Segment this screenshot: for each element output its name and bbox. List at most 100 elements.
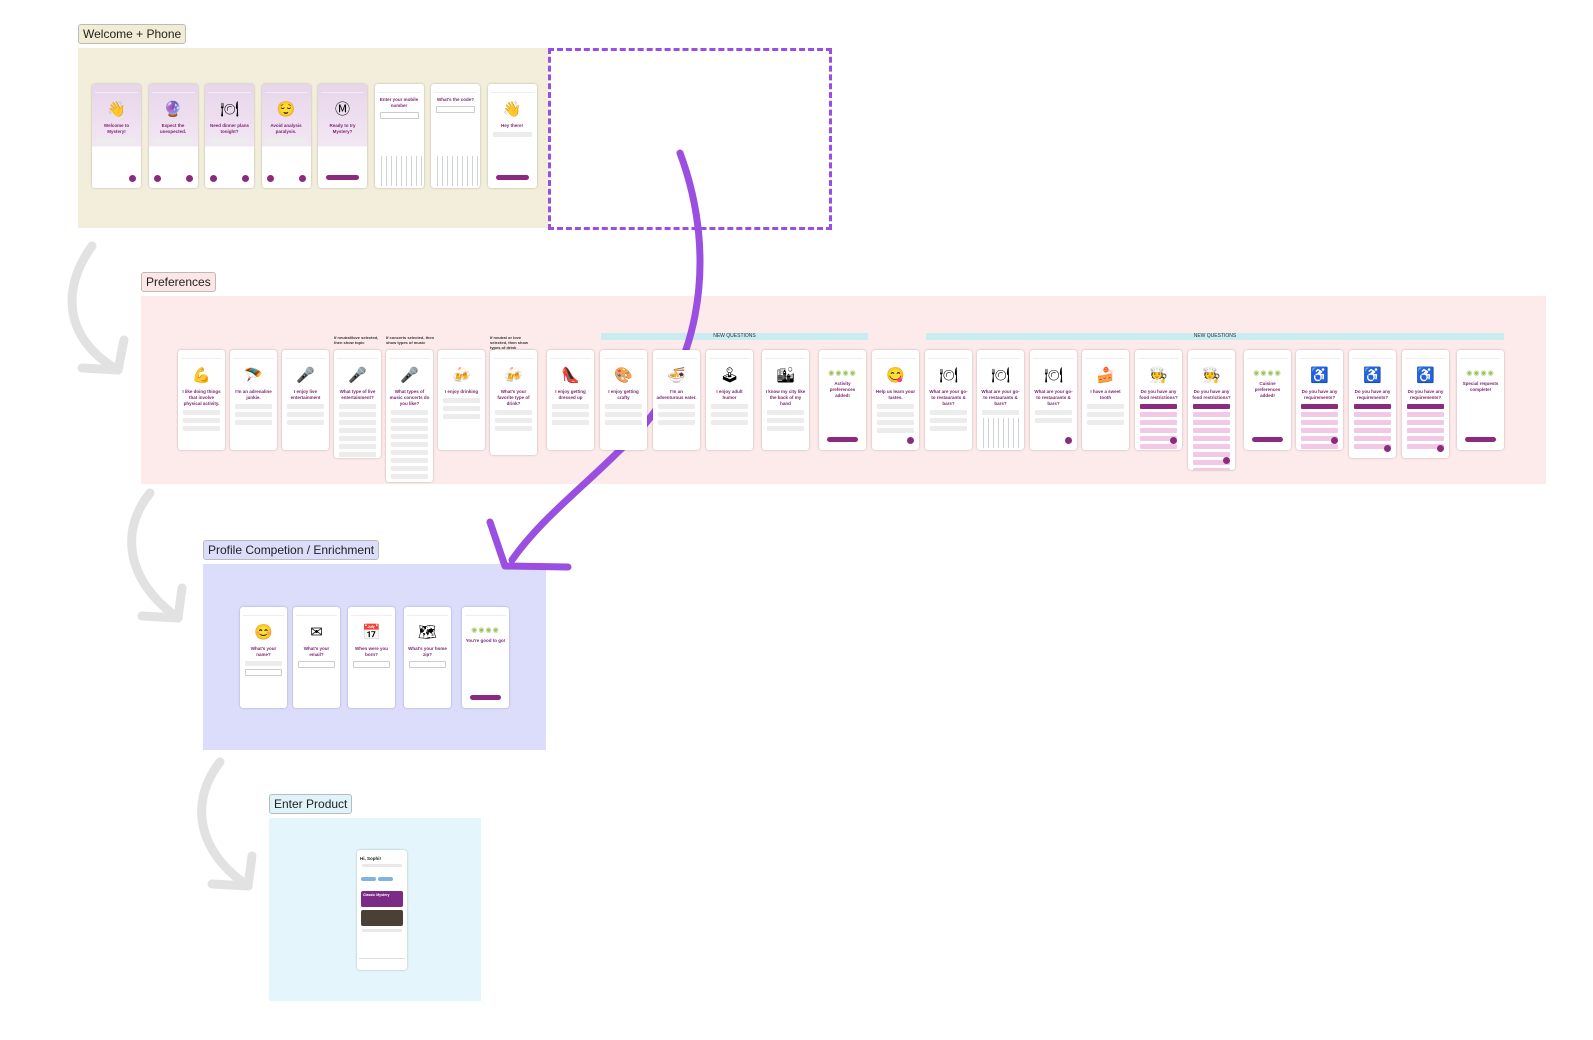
option-row[interactable] [339, 428, 376, 433]
keyboard[interactable] [433, 156, 478, 186]
primary-button[interactable] [1252, 437, 1283, 442]
option-row[interactable] [767, 410, 804, 415]
option-row[interactable] [1193, 412, 1230, 417]
option-row[interactable] [711, 412, 748, 417]
option-row[interactable] [391, 450, 428, 455]
option-row[interactable] [658, 404, 695, 409]
option-row[interactable] [1140, 428, 1177, 433]
option-row[interactable] [492, 132, 532, 137]
option-row[interactable] [605, 404, 642, 409]
option-row[interactable] [930, 410, 967, 415]
option-row[interactable] [1140, 412, 1177, 417]
option-row[interactable] [658, 420, 695, 425]
next-arrow-button[interactable] [242, 175, 249, 182]
option-row[interactable] [982, 410, 1019, 415]
option-row[interactable] [605, 420, 642, 425]
option-row[interactable] [1140, 436, 1177, 441]
input-field[interactable] [298, 661, 335, 668]
input-field[interactable] [409, 661, 446, 668]
option-row[interactable] [767, 426, 804, 431]
option-row[interactable] [97, 138, 136, 143]
option-row[interactable] [391, 410, 428, 415]
option-row[interactable] [266, 138, 306, 143]
option-row[interactable] [930, 418, 967, 423]
option-row[interactable] [339, 404, 376, 409]
option-row[interactable] [287, 420, 324, 425]
option-row[interactable] [235, 412, 272, 417]
option-row[interactable] [1140, 420, 1177, 425]
option-row[interactable] [1193, 452, 1230, 457]
option-row[interactable] [1193, 444, 1230, 449]
option-row[interactable] [339, 444, 376, 449]
option-row[interactable] [1193, 428, 1230, 433]
option-row[interactable] [1407, 436, 1444, 441]
option-row[interactable] [210, 138, 249, 143]
option-row[interactable] [1407, 404, 1444, 409]
next-arrow-button[interactable] [1065, 437, 1072, 444]
option-row[interactable] [877, 420, 914, 425]
option-row[interactable] [287, 404, 324, 409]
chip[interactable] [378, 877, 393, 881]
option-row[interactable] [877, 412, 914, 417]
option-row[interactable] [391, 426, 428, 431]
option-row[interactable] [339, 436, 376, 441]
primary-button[interactable] [495, 175, 529, 180]
option-row[interactable] [443, 414, 480, 419]
next-arrow-button[interactable] [1437, 445, 1444, 452]
option-row[interactable] [552, 420, 589, 425]
option-row[interactable] [339, 420, 376, 425]
option-row[interactable] [1301, 420, 1338, 425]
option-row[interactable] [1035, 418, 1072, 423]
option-row[interactable] [235, 404, 272, 409]
option-row[interactable] [1301, 428, 1338, 433]
option-row[interactable] [339, 412, 376, 417]
tab-bar[interactable] [359, 958, 405, 967]
option-row[interactable] [1407, 444, 1444, 449]
next-arrow-button[interactable] [1223, 457, 1230, 464]
option-row[interactable] [1354, 444, 1391, 449]
option-row[interactable] [1301, 444, 1338, 449]
option-row[interactable] [1407, 412, 1444, 417]
keyboard[interactable] [979, 418, 1022, 448]
option-row[interactable] [443, 406, 480, 411]
next-arrow-button[interactable] [185, 175, 193, 182]
option-row[interactable] [245, 661, 282, 666]
option-row[interactable] [877, 404, 914, 409]
option-row[interactable] [1407, 428, 1444, 433]
classic-mystery-card[interactable]: Classic Mystery [361, 891, 403, 907]
next-arrow-button[interactable] [907, 437, 914, 444]
option-row[interactable] [1407, 420, 1444, 425]
option-row[interactable] [183, 426, 220, 431]
option-row[interactable] [339, 452, 376, 457]
primary-button[interactable] [470, 695, 501, 700]
primary-button[interactable] [827, 437, 858, 442]
option-row[interactable] [235, 420, 272, 425]
next-arrow-button[interactable] [129, 175, 136, 182]
option-row[interactable] [391, 442, 428, 447]
option-row[interactable] [391, 466, 428, 471]
option-row[interactable] [711, 404, 748, 409]
option-row[interactable] [1087, 404, 1124, 409]
option-row[interactable] [1301, 404, 1338, 409]
option-row[interactable] [1193, 404, 1230, 409]
next-arrow-button[interactable] [1331, 437, 1338, 444]
option-row[interactable] [287, 412, 324, 417]
option-row[interactable] [1087, 420, 1124, 425]
input-field[interactable] [353, 661, 390, 668]
option-row[interactable] [391, 474, 428, 479]
option-row[interactable] [1035, 410, 1072, 415]
option-row[interactable] [1301, 436, 1338, 441]
primary-button[interactable] [326, 175, 359, 180]
option-row[interactable] [1087, 412, 1124, 417]
option-row[interactable] [1193, 460, 1230, 465]
back-arrow-button[interactable] [210, 175, 217, 182]
option-row[interactable] [1193, 468, 1230, 470]
option-row[interactable] [658, 412, 695, 417]
option-row[interactable] [1140, 404, 1177, 409]
option-row[interactable] [711, 420, 748, 425]
option-row[interactable] [1354, 412, 1391, 417]
input-field[interactable] [436, 106, 475, 113]
keyboard[interactable] [376, 156, 422, 186]
event-image-card[interactable] [361, 910, 403, 926]
option-row[interactable] [1354, 428, 1391, 433]
